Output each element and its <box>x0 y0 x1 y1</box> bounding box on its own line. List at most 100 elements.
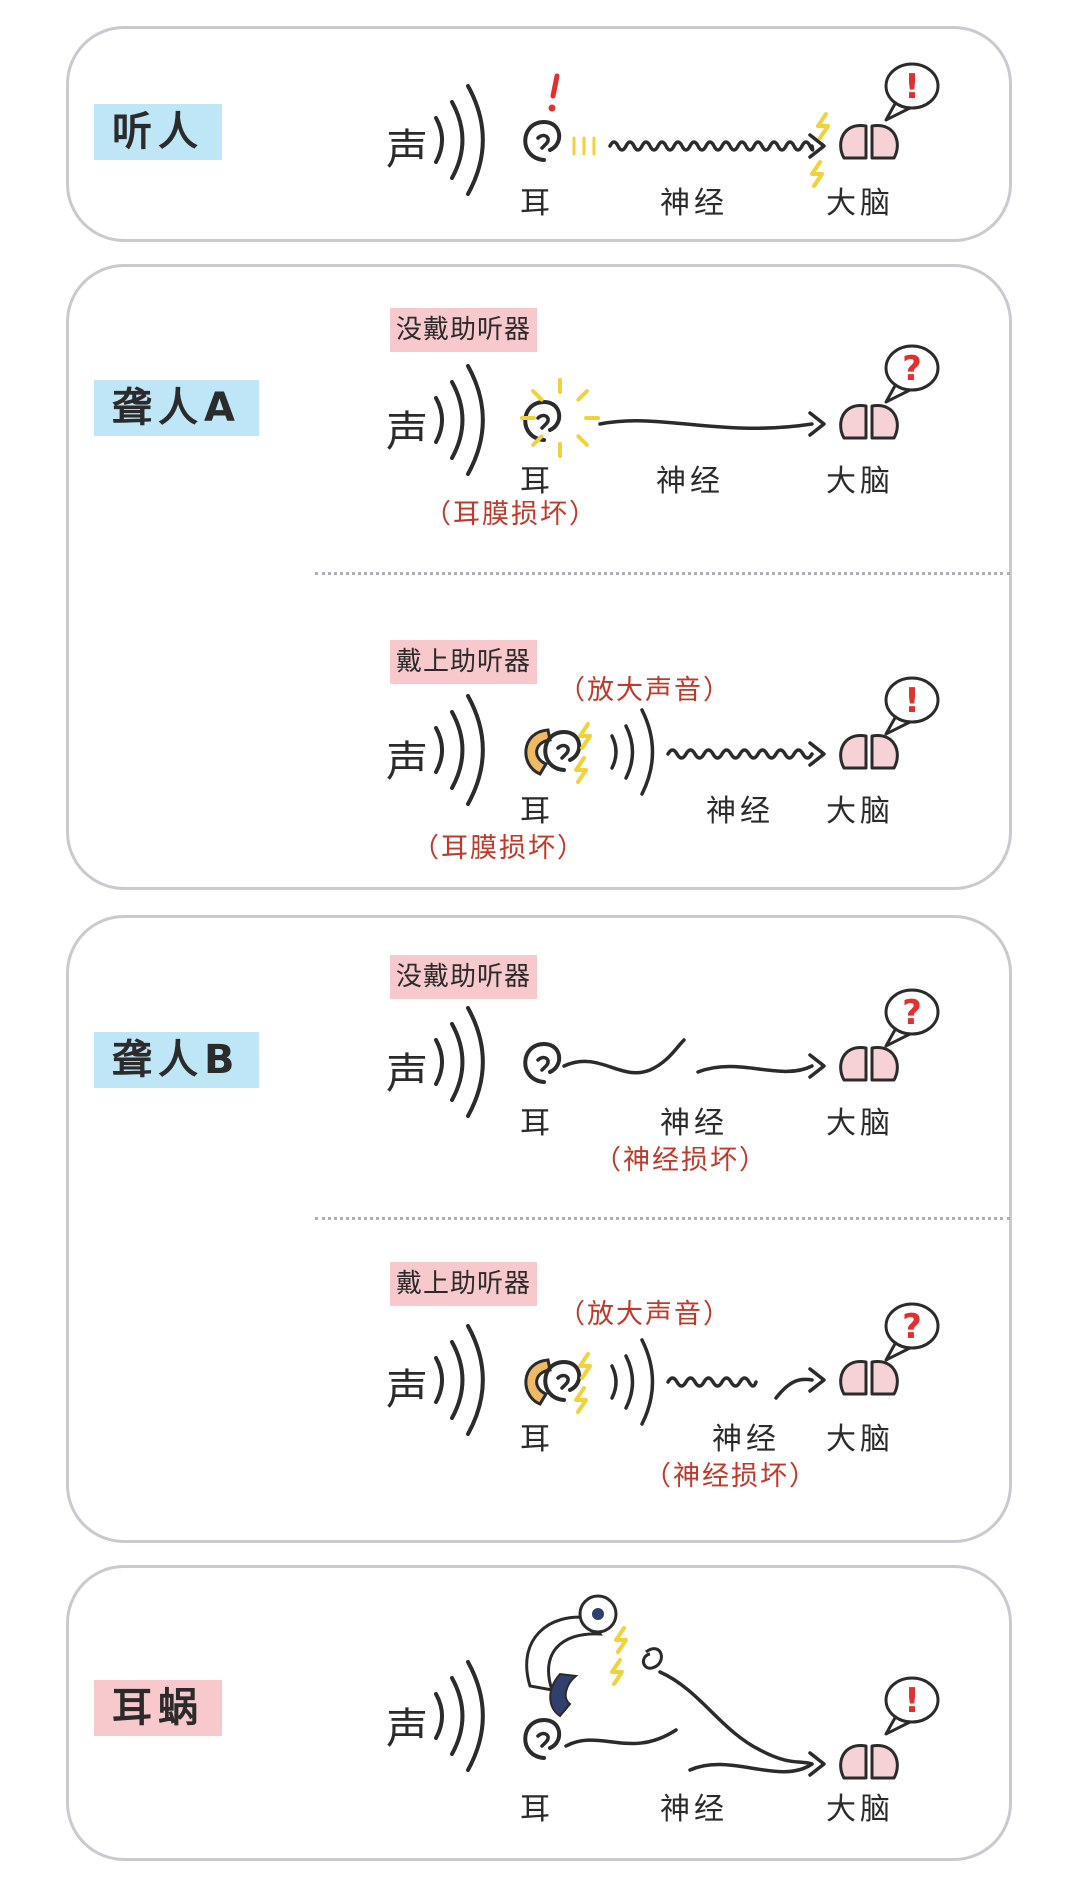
spark-icon <box>578 722 592 750</box>
brain-icon <box>839 1360 899 1396</box>
nerve-label: 神经 <box>660 186 728 221</box>
svg-text:?: ? <box>902 993 922 1033</box>
nerve-signal-arrow <box>774 1367 826 1400</box>
ear-icon <box>543 1359 581 1402</box>
note-eardrum-damaged: （耳膜损坏） <box>412 833 586 864</box>
ear-icon <box>523 1717 561 1760</box>
tag-no-aid-b: 没戴助听器 <box>390 955 538 999</box>
ear-icon <box>523 399 561 442</box>
hearing-aid-icon <box>524 1358 552 1406</box>
ear-label: 耳 <box>520 1422 554 1457</box>
tag-no-aid-a: 没戴助听器 <box>390 308 538 352</box>
section-label-deaf-a: 聋人A <box>94 380 259 436</box>
sound-waves-icon <box>434 1660 485 1772</box>
exclaim-bubble-icon: ! <box>884 1676 940 1736</box>
implant-signal-arrow <box>658 1670 814 1766</box>
nerve-signal-arrow <box>666 741 826 767</box>
panel-deaf-a <box>66 264 1012 890</box>
ear-label: 耳 <box>520 1106 554 1141</box>
panel-cochlear <box>66 1565 1012 1861</box>
tag-with-aid-b: 戴上助听器 <box>390 1262 538 1306</box>
brain-label: 大脑 <box>826 1106 894 1141</box>
svg-text:?: ? <box>902 349 922 389</box>
svg-text:!: ! <box>904 681 920 721</box>
divider-deaf-b <box>315 1217 1010 1220</box>
brain-icon <box>839 1744 899 1780</box>
section-label-cochlear: 耳蜗 <box>94 1680 222 1736</box>
svg-text:!: ! <box>904 1681 920 1721</box>
sound-text: 声 <box>386 737 429 786</box>
amplified-waves-icon <box>610 708 655 796</box>
hearing-aid-icon <box>524 728 552 776</box>
ear-icon <box>543 729 581 772</box>
brain-icon <box>839 1046 899 1082</box>
exclaim-dot-icon <box>548 104 556 112</box>
nerve-label: 神经 <box>706 794 774 829</box>
nerve-label: 神经 <box>712 1422 780 1457</box>
ear-icon <box>523 119 561 162</box>
spark-icon <box>816 112 830 140</box>
spark-icon <box>610 1658 624 1686</box>
panel-deaf-b <box>66 915 1012 1543</box>
spark-icon <box>574 1386 588 1414</box>
svg-text:!: ! <box>904 67 920 107</box>
nerve-signal-arrow <box>696 1053 826 1079</box>
sound-waves-icon <box>434 1324 485 1436</box>
sound-text: 声 <box>386 125 429 174</box>
ear-label: 耳 <box>520 186 554 221</box>
exclaim-icon <box>550 73 560 99</box>
brain-label: 大脑 <box>826 1792 894 1827</box>
nerve-signal-arrow <box>688 1751 826 1777</box>
ear-icon <box>523 1041 561 1084</box>
brain-icon <box>839 404 899 440</box>
sound-text: 声 <box>386 1365 429 1414</box>
ear-label: 耳 <box>520 464 554 499</box>
sound-waves-icon <box>434 84 485 196</box>
section-label-hearing: 听人 <box>94 104 222 160</box>
nerve-signal-arrow <box>598 411 826 437</box>
brain-label: 大脑 <box>826 464 894 499</box>
ear-label: 耳 <box>520 794 554 829</box>
nerve-signal-arrow <box>608 133 826 159</box>
exclaim-bubble-icon: ! <box>884 62 940 122</box>
brain-label: 大脑 <box>826 794 894 829</box>
cochlear-implant-icon <box>525 1594 663 1718</box>
note-nerve-damaged: （神经损坏） <box>644 1461 818 1492</box>
question-bubble-icon: ? <box>884 344 940 404</box>
spark-icon <box>810 160 824 188</box>
broken-nerve-line <box>564 1728 678 1748</box>
brain-label: 大脑 <box>826 186 894 221</box>
sound-text: 声 <box>386 1704 429 1753</box>
brain-icon <box>839 734 899 770</box>
sound-text: 声 <box>386 1049 429 1098</box>
sound-waves-icon <box>434 1006 485 1118</box>
ear-label: 耳 <box>520 1792 554 1827</box>
spark-icon <box>574 756 588 784</box>
note-nerve-damaged: （神经损坏） <box>594 1145 768 1176</box>
sound-waves-icon <box>434 364 485 476</box>
section-label-deaf-b: 聋人B <box>94 1032 259 1088</box>
sound-text: 声 <box>386 407 429 456</box>
nerve-label: 神经 <box>660 1106 728 1141</box>
nerve-label: 神经 <box>656 464 724 499</box>
question-bubble-icon: ? <box>884 1302 940 1362</box>
spark-icon <box>614 1626 628 1654</box>
amplified-waves-icon <box>610 1338 655 1426</box>
note-amplify: （放大声音） <box>558 675 732 706</box>
exclaim-bubble-icon: ! <box>884 676 940 736</box>
spark-icon <box>578 1352 592 1380</box>
tag-with-aid-a: 戴上助听器 <box>390 640 538 684</box>
broken-nerve-line <box>562 1038 686 1075</box>
brain-label: 大脑 <box>826 1422 894 1457</box>
sound-waves-icon <box>434 694 485 806</box>
nerve-label: 神经 <box>660 1792 728 1827</box>
broken-nerve-line <box>666 1376 758 1388</box>
brain-icon <box>839 124 899 160</box>
divider-deaf-a <box>315 572 1010 575</box>
note-amplify: （放大声音） <box>558 1299 732 1330</box>
svg-text:?: ? <box>902 1307 922 1347</box>
question-bubble-icon: ? <box>884 988 940 1048</box>
note-eardrum-damaged: （耳膜损坏） <box>424 499 598 530</box>
damage-burst-icon <box>520 378 600 458</box>
